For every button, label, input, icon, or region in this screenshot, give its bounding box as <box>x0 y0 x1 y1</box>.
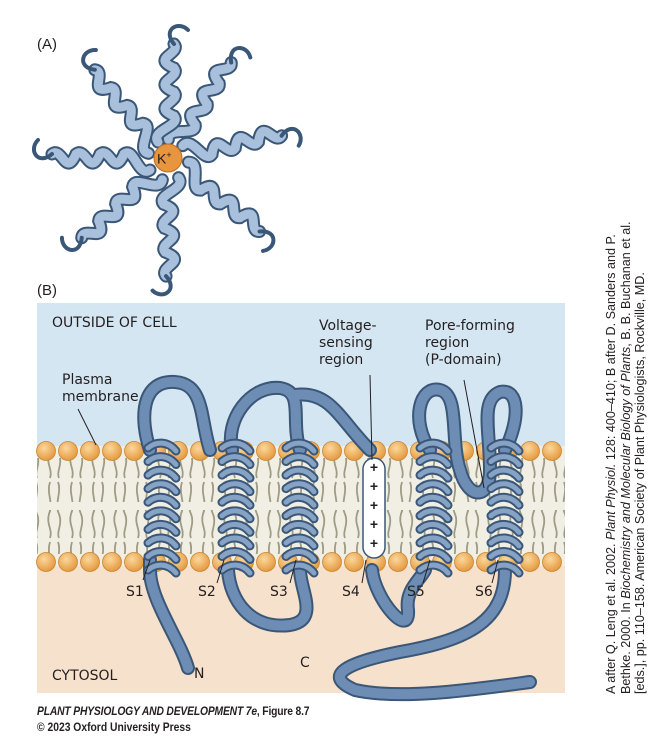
ion-charge: + <box>166 150 172 160</box>
membrane-label-line1: Plasma <box>62 372 113 388</box>
credit-line-3: [eds.], pp. 110–158. American Society of… <box>633 272 647 694</box>
lipid-head <box>80 552 100 572</box>
panel-a-label: (A) <box>37 36 57 53</box>
lipid-head <box>190 552 210 572</box>
segment-label-s4: S4 <box>342 584 360 600</box>
pore-label-line3: (P-domain) <box>425 352 502 368</box>
ion-symbol: K <box>157 150 167 167</box>
voltage-label-line2: sensing <box>319 335 373 351</box>
segment-label-s5: S5 <box>407 584 425 600</box>
panel-b-label: (B) <box>37 282 57 299</box>
n-terminus-label: N <box>194 666 205 682</box>
voltage-sensor-charges <box>362 457 386 559</box>
channel-protein <box>144 382 530 694</box>
voltage-sensing-label: Voltage- sensing region <box>319 318 377 369</box>
transmembrane-helices <box>143 438 524 578</box>
figure-caption: PLANT PHYSIOLOGY AND DEVELOPMENT 7e, Fig… <box>37 704 310 718</box>
image-credit: A after Q. Leng et al. 2002. Plant Physi… <box>604 84 648 694</box>
lipid-head <box>256 441 276 461</box>
lipid-head <box>322 552 342 572</box>
lipid-head <box>102 441 122 461</box>
potassium-ion-icon <box>153 143 183 173</box>
lipid-head <box>542 441 562 461</box>
pore-forming-label: Pore-forming region (P-domain) <box>425 318 515 369</box>
lipid-head <box>36 441 56 461</box>
helix-segment-s1 <box>145 440 179 576</box>
helix-segment-s2 <box>219 440 253 576</box>
book-title: PLANT PHYSIOLOGY AND DEVELOPMENT 7e <box>37 704 257 718</box>
lipid-head <box>388 441 408 461</box>
outside-label: OUTSIDE OF CELL <box>52 315 177 331</box>
membrane-label: Plasma membrane <box>62 372 139 406</box>
lipid-head <box>58 552 78 572</box>
helix-segment-s5 <box>417 440 451 576</box>
credit-text: 128: 400–410; B after D. Sanders and P. <box>604 234 618 464</box>
segment-label-s2: S2 <box>198 584 216 600</box>
membrane-label-line2: membrane <box>62 389 139 405</box>
credit-text: , B. B. Buchanan et al. <box>618 221 633 347</box>
charge-plus: + <box>369 516 379 532</box>
credit-text: A after Q. Leng et al. 2002. <box>604 539 618 694</box>
segment-label-s1: S1 <box>126 584 144 600</box>
voltage-label-line3: region <box>319 352 364 368</box>
lipid-head <box>36 552 56 572</box>
lipid-head <box>322 441 342 461</box>
credit-book: Biochemistry and Molecular Biology of Pl… <box>618 346 633 599</box>
copyright: © 2023 Oxford University Press <box>37 720 191 734</box>
lipid-tails-lower <box>37 510 565 554</box>
figure-number: , Figure 8.7 <box>256 704 310 718</box>
voltage-label-line1: Voltage- <box>319 318 377 334</box>
charge-plus: + <box>369 459 379 475</box>
lipid-head <box>344 552 364 572</box>
lipid-head <box>124 441 144 461</box>
lipid-head <box>58 441 78 461</box>
segment-label-s6: S6 <box>475 584 493 600</box>
lipid-head <box>124 552 144 572</box>
lipid-head <box>388 552 408 572</box>
cytosol-label: CYTOSOL <box>52 668 118 684</box>
credit-journal: Plant Physiol. <box>604 463 618 540</box>
lipid-head <box>80 441 100 461</box>
c-terminus-label: C <box>300 655 310 671</box>
lipid-head <box>542 552 562 572</box>
charge-plus: + <box>369 497 379 513</box>
ion-label: K+ <box>157 150 172 167</box>
pore-label-line2: region <box>425 335 470 351</box>
pore-label-line1: Pore-forming <box>425 318 515 334</box>
lipid-head <box>102 552 122 572</box>
segment-label-s3: S3 <box>270 584 288 600</box>
helix-segment-s6 <box>488 440 522 576</box>
charge-column: + + + + + <box>368 458 380 553</box>
lipid-head <box>256 552 276 572</box>
credit-line-1: A after Q. Leng et al. 2002. Plant Physi… <box>604 84 619 694</box>
charge-plus: + <box>369 535 379 551</box>
lipid-head <box>520 552 540 572</box>
lipid-head <box>454 552 474 572</box>
charge-plus: + <box>369 478 379 494</box>
helix-segment-s3 <box>283 440 317 576</box>
credit-text: Bethke. 2000. In <box>618 598 633 694</box>
credit-line-2: Bethke. 2000. In Biochemistry and Molecu… <box>619 84 634 694</box>
